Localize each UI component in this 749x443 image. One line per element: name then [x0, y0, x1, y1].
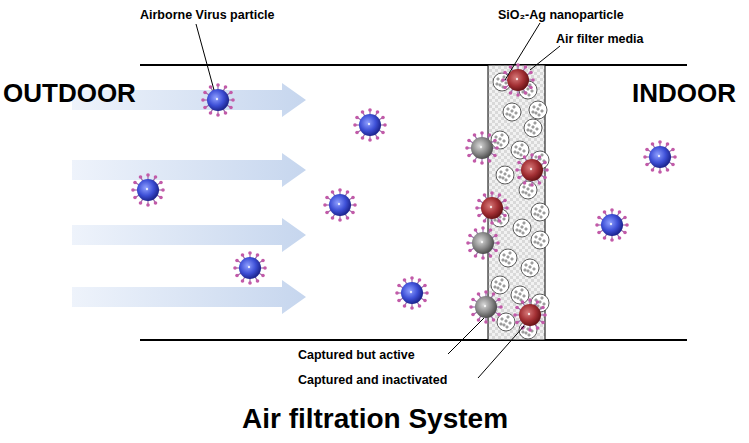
nanoparticle [511, 286, 529, 304]
virus-particle [501, 63, 535, 97]
virus-particle [465, 131, 499, 165]
virus-particle [475, 191, 509, 225]
virus-particles [131, 63, 677, 332]
callout-label: Airborne Virus particle [140, 9, 275, 23]
callout-label: Captured and inactivated [298, 374, 447, 388]
callout-label: Air filter media [556, 33, 644, 47]
nanoparticle [531, 203, 549, 221]
callout-label: Captured but active [298, 349, 415, 363]
nanoparticle [524, 119, 542, 137]
airflow-arrows [72, 83, 306, 314]
nanoparticle [531, 231, 549, 249]
virus-particle [466, 226, 500, 260]
nanoparticle [513, 219, 531, 237]
airflow-arrow [72, 153, 306, 187]
virus-particle [469, 290, 503, 324]
nanoparticle [503, 103, 521, 121]
nanoparticle [499, 249, 517, 267]
virus-particle [201, 83, 235, 117]
duct-wall [140, 339, 687, 341]
nanoparticle [521, 259, 539, 277]
nanoparticle [491, 131, 509, 149]
virus-particle [353, 108, 387, 142]
diagram-title: Air filtration System [242, 404, 508, 435]
virus-particle [513, 298, 547, 332]
nanoparticle [496, 166, 514, 184]
virus-particle [131, 173, 165, 207]
airflow-arrow [72, 280, 306, 314]
leader-lines [196, 23, 560, 378]
virus-particle [233, 251, 267, 285]
nanoparticle [511, 141, 529, 159]
virus-particle [643, 140, 677, 174]
virus-particle [515, 153, 549, 187]
nanoparticle [529, 101, 547, 119]
virus-particle [395, 276, 429, 310]
callout-label: SiO₂-Ag nanoparticle [498, 9, 624, 23]
duct-wall [140, 64, 687, 66]
virus-particle [595, 208, 629, 242]
region-label: INDOOR [632, 79, 736, 108]
virus-particle [323, 188, 357, 222]
nanoparticle [519, 181, 537, 199]
region-label: OUTDOOR [3, 79, 136, 108]
airflow-arrow [72, 218, 306, 252]
nanoparticle [497, 313, 515, 331]
nanoparticle [491, 276, 509, 294]
